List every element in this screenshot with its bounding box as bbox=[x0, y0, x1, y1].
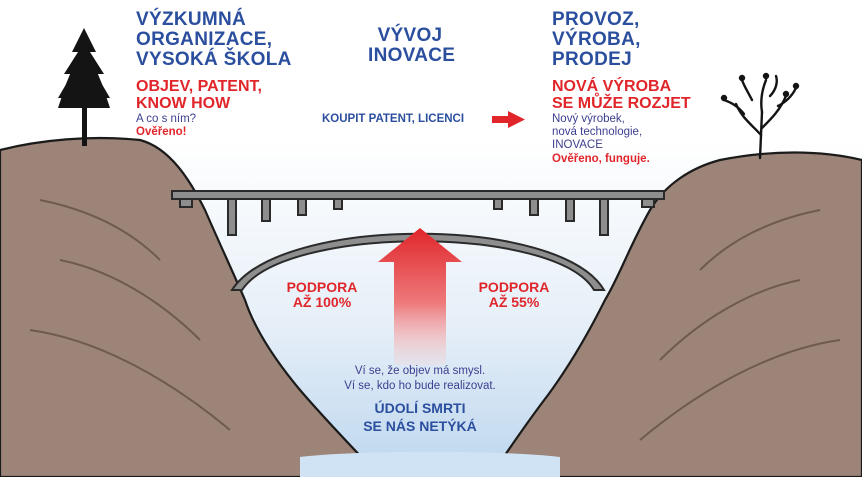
right-heading-line: PROVOZ, bbox=[552, 9, 640, 30]
right-item: INOVACE bbox=[552, 139, 603, 151]
right-arrow bbox=[492, 111, 525, 128]
left-question: A co s ním? bbox=[136, 113, 197, 125]
right-heading: PROVOZ, VÝROBA, PRODEJ bbox=[552, 10, 641, 70]
center-action: KOUPIT PATENT, LICENCI bbox=[322, 113, 465, 125]
right-subheading-line: NOVÁ VÝROBA bbox=[552, 78, 672, 95]
right-verified: Ověřeno, funguje. bbox=[552, 153, 650, 165]
center-heading-line: VÝVOJ bbox=[377, 25, 443, 46]
bridge bbox=[171, 190, 665, 291]
left-heading-line: VYSOKÁ ŠKOLA bbox=[136, 49, 292, 70]
support-left-line: PODPORA bbox=[286, 279, 358, 295]
support-right: PODPORA AŽ 55% bbox=[466, 280, 562, 310]
valley-title-line: ÚDOLÍ SMRTI bbox=[374, 400, 466, 416]
support-right-line: AŽ 55% bbox=[488, 294, 540, 310]
right-item: Nový výrobek, bbox=[552, 113, 625, 125]
right-cliff bbox=[488, 151, 862, 477]
right-subheading: NOVÁ VÝROBA SE MŮŽE ROZJET bbox=[552, 78, 691, 112]
up-arrow bbox=[378, 228, 462, 365]
valley-title: ÚDOLÍ SMRTI SE NÁS NETÝKÁ bbox=[320, 399, 520, 435]
left-heading-line: ORGANIZACE, bbox=[136, 29, 273, 50]
left-heading: VÝZKUMNÁ ORGANIZACE, VYSOKÁ ŠKOLA bbox=[136, 10, 292, 70]
valley-line: Ví se, kdo ho bude realizovat. bbox=[344, 380, 496, 392]
deciduous-tree-icon bbox=[720, 72, 800, 160]
left-cliff bbox=[0, 136, 382, 477]
right-item: nová technologie, bbox=[552, 126, 643, 138]
support-left: PODPORA AŽ 100% bbox=[274, 280, 370, 310]
right-subheading-line: SE MŮŽE ROZJET bbox=[552, 95, 691, 112]
left-subheading-line: KNOW HOW bbox=[136, 95, 231, 112]
left-heading-line: VÝZKUMNÁ bbox=[136, 9, 247, 30]
support-right-line: PODPORA bbox=[478, 279, 550, 295]
right-heading-line: VÝROBA, bbox=[552, 29, 641, 50]
left-subheading-line: OBJEV, PATENT, bbox=[136, 78, 262, 95]
left-subheading: OBJEV, PATENT, KNOW HOW bbox=[136, 78, 262, 112]
valley-title-line: SE NÁS NETÝKÁ bbox=[363, 418, 477, 434]
valley-line: Ví se, že objev má smysl. bbox=[354, 365, 486, 377]
conifer-tree-icon bbox=[58, 28, 110, 146]
left-verified: Ověřeno! bbox=[136, 126, 187, 138]
valley-water bbox=[300, 451, 560, 477]
center-heading-line: INOVACE bbox=[368, 45, 456, 66]
right-heading-line: PRODEJ bbox=[552, 49, 632, 70]
valley-lines: Ví se, že objev má smysl. Ví se, kdo ho … bbox=[290, 364, 550, 394]
center-heading: VÝVOJ INOVACE bbox=[368, 25, 456, 66]
support-left-line: AŽ 100% bbox=[292, 294, 352, 310]
right-items: Nový výrobek, nová technologie, INOVACE bbox=[552, 113, 642, 152]
